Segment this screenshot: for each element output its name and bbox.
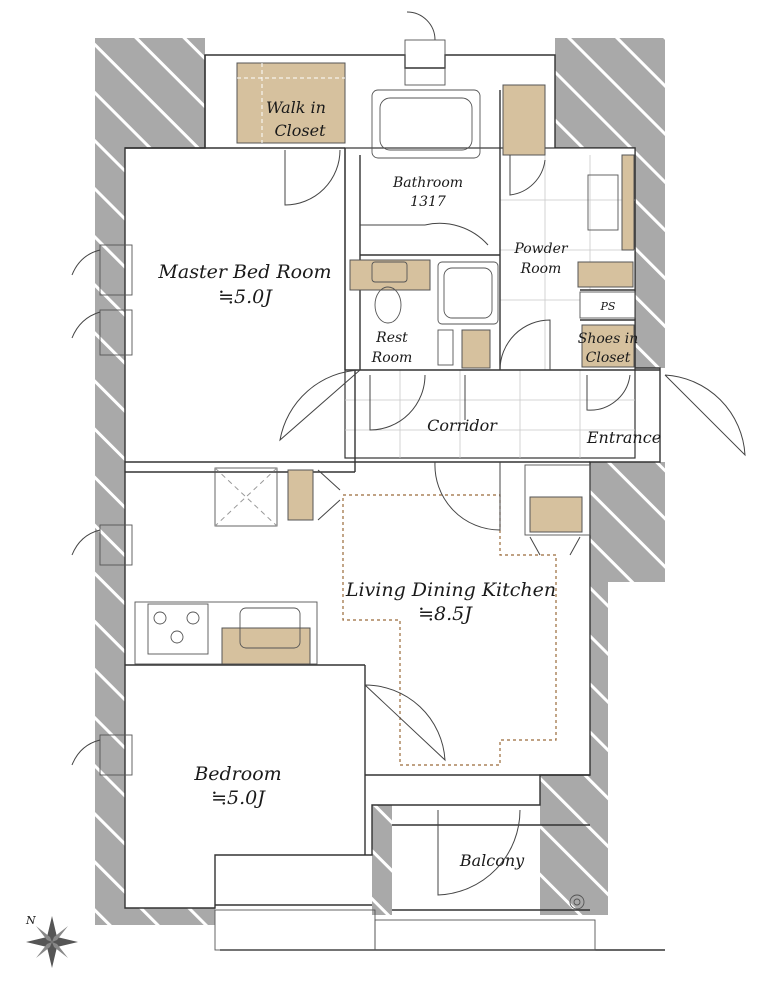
shoes-closet-label-1: Shoes in [578, 331, 638, 347]
ldk-label-1: Living Dining Kitchen [345, 579, 556, 601]
washroom-shelf [461, 329, 491, 369]
doors [279, 11, 746, 896]
rest-room-shelf [349, 259, 431, 291]
rest-room-label-2: Room [371, 350, 413, 366]
ps-box [579, 291, 636, 319]
kitchen-counter [134, 601, 318, 665]
walk-in-closet-label-1: Walk in [266, 98, 326, 117]
ps-label: PS [600, 300, 616, 313]
drain-icon [569, 894, 585, 910]
walk-in-closet-shelf [236, 62, 346, 144]
burner-icon [153, 611, 167, 625]
entrance-label: Entrance [586, 428, 661, 447]
wall-right-upper [635, 38, 665, 368]
rest-room-sink [437, 329, 454, 366]
powder-room-label-1: Powder [513, 241, 569, 257]
room-labels: Walk in Closet Bathroom 1317 Master Bed … [157, 98, 661, 870]
refrigerator-space [214, 467, 278, 527]
compass-icon [26, 916, 78, 968]
powder-basin [587, 174, 619, 231]
bathroom-label-1: Bathroom [392, 175, 463, 191]
stove [147, 603, 209, 655]
ldk-storage-left [287, 469, 314, 521]
shoes-closet-label-2: Closet [586, 350, 631, 366]
powder-room-label-2: Room [520, 261, 562, 277]
wall-right-middle [590, 462, 665, 582]
window-sashes [71, 249, 101, 766]
bathtub [371, 89, 481, 159]
bathroom-label-2: 1317 [410, 194, 446, 210]
wall-bottom-right [540, 775, 608, 915]
bedroom-label-2: ≒5.0J [211, 787, 266, 809]
balcony-label: Balcony [459, 851, 525, 870]
wall-top-left [95, 38, 205, 148]
wall-left [95, 38, 125, 908]
rest-room-label-1: Rest [375, 330, 408, 346]
corridor-label: Corridor [427, 416, 498, 435]
kitchen-sink [239, 607, 301, 649]
powder-shelf [621, 154, 635, 251]
sink-counter [221, 627, 311, 665]
ldk-storage-right [529, 496, 583, 533]
master-bed-label-1: Master Bed Room [157, 261, 331, 283]
linen-shelf [502, 84, 546, 156]
shoes-closet-shelf [581, 324, 635, 368]
windows [99, 244, 596, 951]
powder-counter [577, 261, 634, 288]
exterior-walls [95, 38, 665, 925]
master-bed-label-2: ≒5.0J [218, 286, 273, 308]
ldk-label-2: ≒8.5J [418, 603, 473, 625]
walk-in-closet-label-2: Closet [274, 121, 326, 140]
washer [437, 261, 499, 325]
toilet [374, 286, 402, 324]
compass-north-label: N [25, 914, 36, 927]
bedroom-label-1: Bedroom [193, 763, 281, 785]
wall-balcony-left [372, 805, 392, 915]
tiled-area [344, 147, 636, 459]
